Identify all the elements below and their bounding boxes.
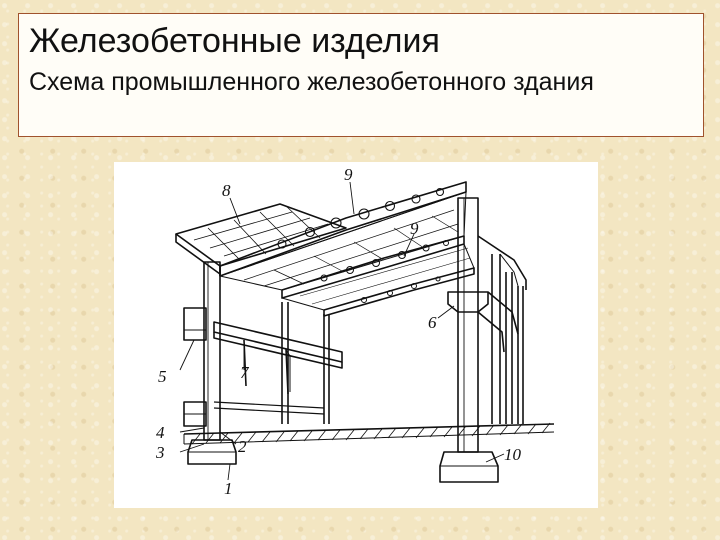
label-4: 4	[156, 423, 165, 442]
leader-5	[179, 339, 195, 371]
wall-panel	[183, 307, 207, 341]
slide-title: Железобетонные изделия	[29, 22, 440, 60]
leader-9b	[403, 233, 415, 257]
label-5: 5	[158, 367, 167, 386]
label-6: 6	[428, 313, 437, 332]
label-10: 10	[504, 445, 522, 464]
leader-8	[229, 197, 241, 225]
leader-4	[179, 427, 205, 433]
leader-10	[485, 453, 505, 463]
foundation-right	[439, 451, 499, 483]
ground-line	[183, 423, 555, 435]
leader-6	[437, 305, 455, 319]
leader-1	[227, 463, 231, 481]
label-8: 8	[222, 181, 231, 200]
far-column	[491, 254, 501, 424]
label-3: 3	[155, 443, 165, 462]
label-7: 7	[240, 363, 250, 382]
roof-slab	[175, 203, 347, 267]
column-corbel	[447, 291, 489, 313]
label-1: 1	[224, 479, 233, 498]
label-9-top: 9	[344, 165, 353, 184]
title-box: Железобетонные изделия Схема промышленно…	[18, 13, 704, 137]
roof-slab-rear	[219, 191, 467, 291]
ground-hatch	[183, 431, 555, 445]
label-9-lower: 9	[410, 219, 419, 238]
leader-9a	[349, 181, 355, 215]
label-2: 2	[238, 437, 247, 456]
leader-3	[179, 443, 205, 453]
frame-drawing: 1 2 3 4 5 6 7 8 9 9 10	[155, 165, 555, 498]
slide-subtitle: Схема промышленного железобетонного здан…	[29, 68, 594, 96]
building-diagram: 1 2 3 4 5 6 7 8 9 9 10	[114, 162, 598, 508]
leader-2	[219, 431, 237, 445]
